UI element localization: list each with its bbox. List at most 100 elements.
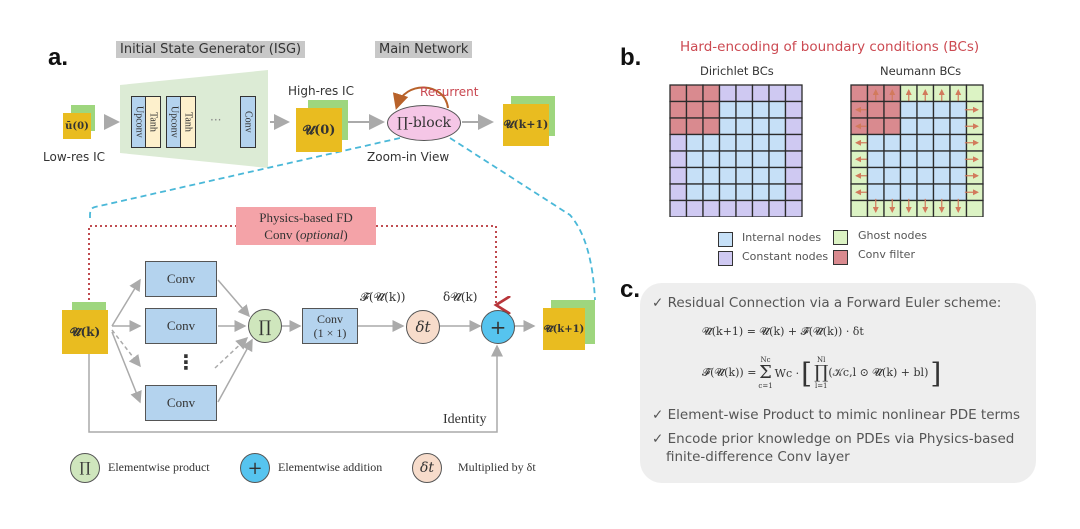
grid-cell: [702, 84, 721, 103]
grid-cell: [784, 100, 803, 119]
low-res-label: Low-res IC: [43, 150, 105, 164]
grid-cell: [685, 150, 704, 169]
isg-ellipsis: ···: [210, 113, 222, 127]
grid-cell: [899, 117, 918, 136]
dt-node: δt: [406, 310, 440, 344]
legend-constant-label: Constant nodes: [742, 250, 829, 263]
grid-cell: [916, 117, 935, 136]
eq2-prod: ∏: [814, 362, 829, 383]
grid-cell: [751, 183, 770, 202]
grid-cell: [685, 183, 704, 202]
eq2-body: (𝒦c,l ⊙ 𝓤̂(k) + bl): [828, 366, 929, 379]
bullet-residual: ✓ Residual Connection via a Forward Eule…: [652, 295, 1002, 311]
grid-cell: [735, 183, 754, 202]
grid-cell: [735, 199, 754, 217]
grid-cell: [669, 183, 688, 202]
grid-cell: [899, 100, 918, 119]
isg-header: Initial State Generator (ISG): [116, 41, 306, 58]
conv-vdots: ⋮: [176, 350, 196, 374]
grid-cell: [784, 84, 803, 103]
grid-cell: [735, 117, 754, 136]
bullet-elementwise: ✓ Element-wise Product to mimic nonlinea…: [652, 407, 1021, 423]
legend-internal-label: Internal nodes: [742, 231, 822, 244]
eq2-weight: Wc ·: [774, 366, 800, 380]
panel-c-letter: c.: [620, 276, 641, 303]
zoom-line-left: [89, 137, 401, 222]
grid-cell: [932, 133, 951, 152]
grid-cell: [784, 133, 803, 152]
grid-cell: [932, 117, 951, 136]
grid-cell: [916, 183, 935, 202]
grid-cell: [866, 150, 885, 169]
grid-cell: [932, 150, 951, 169]
grid-cell: [850, 199, 869, 217]
conv-branch-2: Conv: [145, 308, 217, 344]
legend-constant-swatch: [718, 251, 733, 266]
product-node: ∏: [248, 309, 282, 343]
grid-cell: [718, 199, 737, 217]
grid-cell: [735, 150, 754, 169]
grid-cell: [702, 133, 721, 152]
legend-internal-swatch: [718, 232, 733, 247]
grid-cell: [685, 84, 704, 103]
bullet-encode-prior-cont: finite-difference Conv layer: [666, 449, 850, 465]
addition-node: +: [481, 310, 515, 344]
grid-cell: [883, 183, 902, 202]
conv-branch-1: Conv: [145, 261, 217, 297]
grid-cell: [866, 166, 885, 185]
grid-cell: [702, 117, 721, 136]
grid-cell: [883, 117, 902, 136]
grid-cell: [768, 150, 787, 169]
grid-cell: [899, 183, 918, 202]
grid-cell: [735, 133, 754, 152]
grid-cell: [702, 166, 721, 185]
grid-cell: [718, 150, 737, 169]
grid-cell: [916, 166, 935, 185]
eq2-sum-lower: c=1: [758, 382, 773, 390]
main-network-header: Main Network: [375, 41, 473, 58]
grid-cell: [784, 183, 803, 202]
recurrent-arrow: [392, 86, 449, 110]
f-hat-label: 𝓕̂(𝓤̂(k)): [360, 290, 406, 304]
neumann-label: Neumann BCs: [880, 64, 962, 78]
grid-cell: [718, 117, 737, 136]
eq2-lhs: 𝓕̂(𝓤̂(k)) =: [702, 366, 757, 379]
dirichlet-grid: [669, 84, 803, 217]
pi-block: ∏-block: [387, 105, 461, 141]
grid-cell: [949, 117, 968, 136]
grid-cell: [685, 199, 704, 217]
legend-dt-label: Multiplied by δt: [458, 460, 536, 474]
grid-cell: [768, 100, 787, 119]
high-res-label: High-res IC: [288, 84, 354, 98]
grid-cell: [669, 166, 688, 185]
physics-box-line1: Physics-based FD: [259, 210, 353, 225]
panel-c-box: ✓ Residual Connection via a Forward Eule…: [640, 283, 1036, 483]
grid-cell: [916, 100, 935, 119]
legend-dt-icon: δt: [412, 453, 442, 483]
grid-cell: [883, 133, 902, 152]
legend-ghost-swatch: [833, 230, 848, 245]
grid-cell: [866, 133, 885, 152]
grid-cell: [669, 117, 688, 136]
grid-cell: [768, 166, 787, 185]
grid-cell: [949, 166, 968, 185]
legend-product-icon: ∏: [70, 453, 100, 483]
grid-cell: [784, 117, 803, 136]
grid-cell: [751, 100, 770, 119]
panel-b-letter: b.: [620, 44, 642, 71]
grid-cell: [932, 183, 951, 202]
neumann-grid: [850, 84, 984, 217]
grid-cell: [949, 100, 968, 119]
grid-cell: [784, 166, 803, 185]
grid-cell: [784, 150, 803, 169]
zoom-line-right: [449, 137, 596, 301]
grid-cell: [965, 199, 984, 217]
grid-cell: [718, 84, 737, 103]
grid-cell: [669, 100, 688, 119]
grid-cell: [916, 150, 935, 169]
grid-cell: [735, 100, 754, 119]
grid-cell: [916, 133, 935, 152]
zoom-in-label: Zoom-in View: [367, 150, 450, 164]
grid-cell: [685, 100, 704, 119]
dirichlet-label: Dirichlet BCs: [700, 64, 774, 78]
